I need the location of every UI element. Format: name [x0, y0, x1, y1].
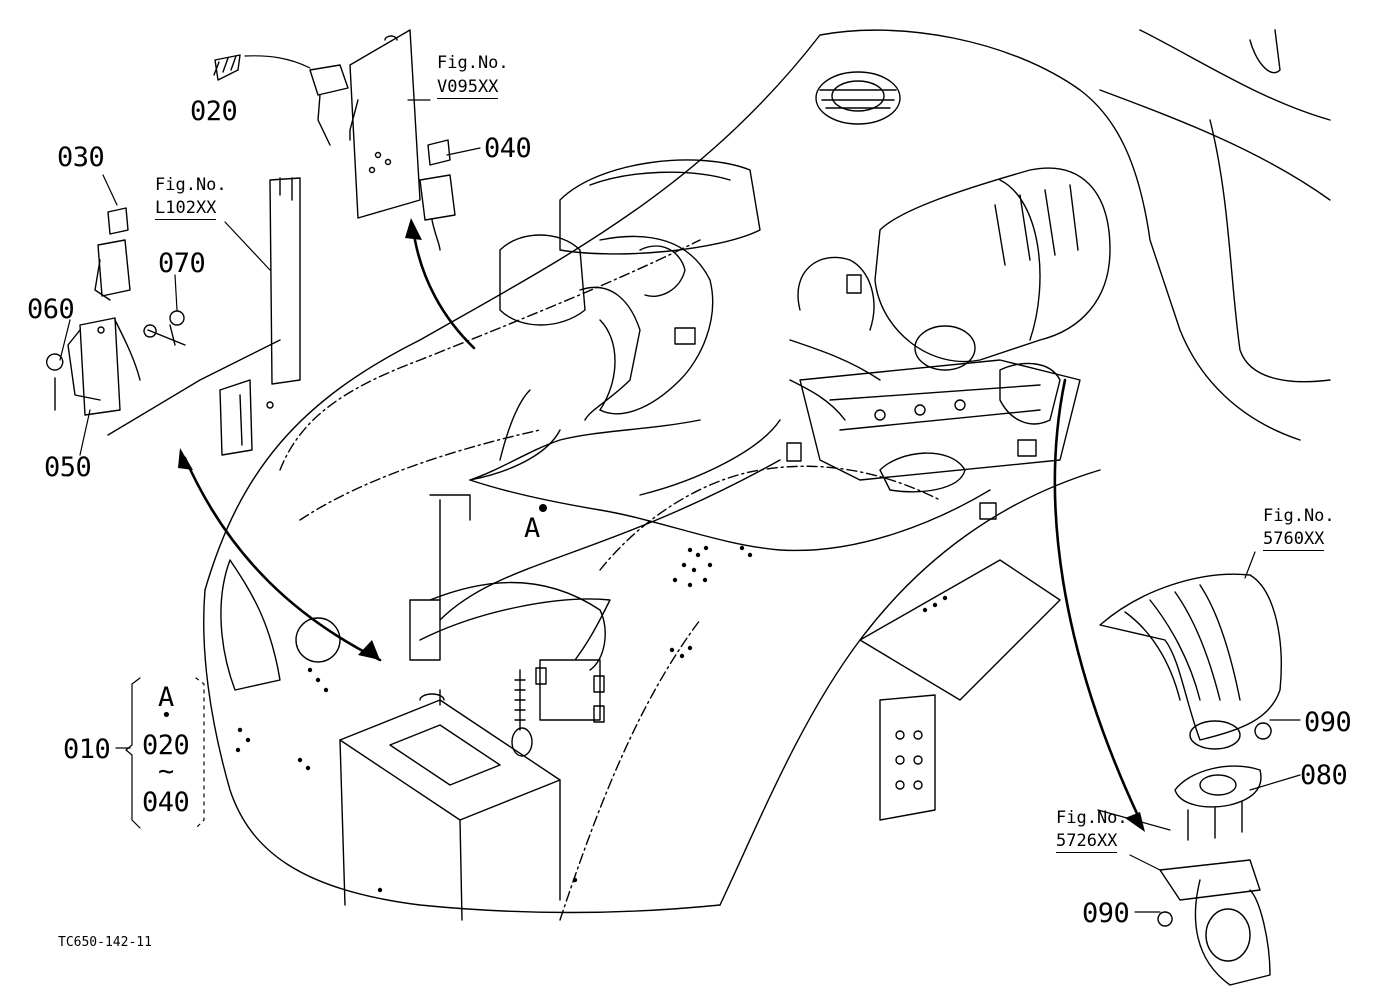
part-label-020: 020 [190, 96, 238, 127]
fig-ref-l102-code: L102XX [155, 198, 217, 220]
perforation-pattern [235, 545, 948, 893]
fig-ref-5760-code: 5760XX [1263, 529, 1325, 551]
group-010-letter: A [158, 682, 174, 713]
battery [339, 689, 561, 921]
side-bracket [107, 177, 301, 456]
detail-marker-dot [539, 504, 547, 512]
engine-block [499, 234, 1081, 493]
headlight [220, 559, 341, 691]
fig-ref-5726-title: Fig.No. [1056, 808, 1128, 828]
fig-ref-v095-title: Fig.No. [437, 53, 509, 73]
part-label-070: 070 [158, 248, 206, 279]
air-cleaner [874, 167, 1111, 371]
assembly-arrows [183, 226, 1142, 822]
fig-ref-l102-title: Fig.No. [155, 175, 227, 195]
part-label-080: 080 [1300, 760, 1348, 791]
coolant-reservoir [559, 159, 761, 255]
wiring-harness [409, 235, 1037, 757]
fig-ref-5760-title: Fig.No. [1263, 506, 1335, 526]
part-label-050: 050 [44, 452, 92, 483]
fuse-bracket-assembly [46, 207, 186, 416]
fig-ref-v095-code: V095XX [437, 77, 499, 99]
group-010-tilde: ~ [158, 756, 174, 787]
side-panel [859, 559, 1061, 821]
radiator-cap [815, 71, 901, 125]
part-label-010: 010 [63, 734, 111, 765]
group-010-to: 040 [142, 787, 190, 818]
hood-outline [203, 29, 1331, 921]
leader-lines [59, 55, 1301, 913]
arrow-heads [178, 218, 1145, 832]
diagram-caption: TC650-142-11 [58, 935, 152, 950]
part-label-090-upper: 090 [1304, 707, 1352, 738]
detail-marker-label: A [524, 513, 540, 544]
group-bracket [125, 677, 205, 829]
fig-ref-5726-code: 5726XX [1056, 831, 1118, 853]
part-label-060: 060 [27, 294, 75, 325]
muffler-assembly [1099, 573, 1282, 986]
group-010-from: 020 [142, 730, 190, 761]
part-label-090-lower: 090 [1082, 898, 1130, 929]
group-010-dot: • [161, 705, 172, 726]
part-label-040: 040 [484, 133, 532, 164]
relay-bracket [213, 29, 456, 251]
part-label-030: 030 [57, 142, 105, 173]
